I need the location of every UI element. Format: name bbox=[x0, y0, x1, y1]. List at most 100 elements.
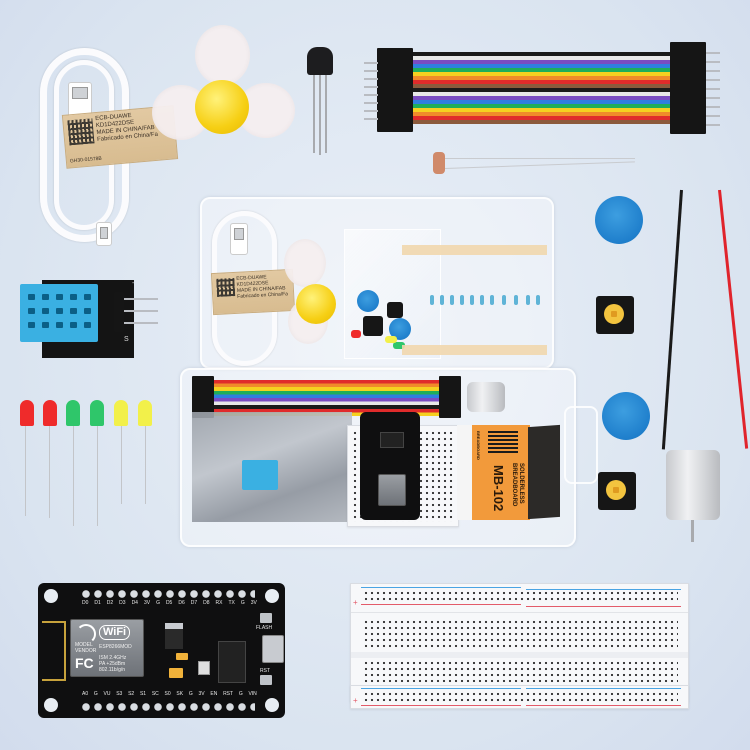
pin-label: S2 bbox=[128, 691, 135, 697]
box-usb-chip bbox=[380, 432, 404, 448]
green-led bbox=[66, 400, 80, 426]
tantalum-capacitor bbox=[169, 668, 183, 678]
dc-motor bbox=[660, 185, 749, 550]
box-cable-label: ECB-DUAWE KD1D422DSE MADE IN CHINA/FAB F… bbox=[210, 268, 296, 316]
top-power-rail bbox=[363, 590, 678, 602]
led-leg bbox=[49, 426, 50, 518]
rail-line-blue bbox=[361, 587, 521, 588]
tactile-switch-plunger bbox=[604, 304, 624, 324]
box-jumper-header-right bbox=[439, 376, 461, 418]
fc-mark: FC bbox=[75, 655, 94, 671]
jumper-pins-right bbox=[706, 52, 720, 54]
rail-line-blue bbox=[361, 688, 521, 689]
box-nodemcu bbox=[360, 412, 420, 520]
jumper-pins-left bbox=[364, 62, 378, 64]
pin-label: G bbox=[240, 600, 245, 606]
bag-red-led bbox=[351, 330, 361, 338]
mb102-model: MB-102 bbox=[491, 465, 506, 512]
green-led bbox=[90, 400, 104, 426]
pin-label: D6 bbox=[178, 600, 185, 606]
photoresistor bbox=[433, 150, 638, 178]
tactile-switch-plunger bbox=[606, 480, 626, 500]
voltage-regulator bbox=[165, 623, 183, 649]
mount-hole bbox=[44, 589, 58, 603]
jumper-header-left bbox=[377, 48, 413, 132]
tactile-switch bbox=[596, 296, 634, 334]
pin-label: 3V bbox=[198, 691, 205, 697]
pin-label: 3V bbox=[143, 600, 151, 606]
top-pin-labels: D0 D1 D2 D3 D4 3V G D5 D6 D7 D8 RX TX G … bbox=[82, 600, 257, 610]
led-leg bbox=[25, 426, 26, 516]
wire bbox=[387, 112, 687, 116]
pin-label: D0 bbox=[82, 600, 89, 606]
bag-yellow-led bbox=[385, 336, 397, 343]
button-cap-blue bbox=[602, 392, 650, 440]
wire bbox=[387, 80, 687, 84]
bottom-pin-labels: A0 G VU S3 S2 S1 SC S0 SK G 3V EN RST G … bbox=[82, 691, 257, 701]
pin-label: D7 bbox=[190, 600, 198, 606]
mb102-package: BREADBOARD SOLDERLESS BREADBOARD MB-102 bbox=[472, 425, 530, 520]
led-leg bbox=[145, 426, 146, 504]
resistor bbox=[450, 295, 454, 305]
qr-code bbox=[67, 118, 95, 146]
pin-label: VU bbox=[103, 691, 111, 697]
rail-line-red bbox=[526, 705, 681, 706]
box-handle bbox=[564, 406, 598, 484]
photoresistor-leg bbox=[444, 161, 635, 169]
rail-line-blue bbox=[526, 589, 681, 590]
model-label: MODEL bbox=[75, 642, 93, 648]
dht11-sensor-module: S - bbox=[20, 278, 160, 358]
wire bbox=[387, 52, 687, 56]
wire bbox=[387, 60, 687, 64]
flash-button-label: FLASH bbox=[256, 625, 273, 631]
dht11-sensor bbox=[20, 284, 98, 342]
mount-hole bbox=[44, 698, 58, 712]
transistor-body bbox=[307, 47, 333, 75]
bag-button-cap bbox=[389, 318, 411, 340]
box-dc-motor bbox=[467, 382, 505, 412]
led-leg bbox=[73, 426, 74, 526]
resistor bbox=[460, 295, 464, 305]
bag-dht11-sensor bbox=[242, 460, 278, 490]
module-name: ESP8266MOD bbox=[99, 644, 132, 650]
wire-bundle bbox=[387, 52, 687, 127]
center-channel bbox=[351, 652, 688, 658]
bottom-pad-row bbox=[80, 703, 255, 711]
led-leg bbox=[97, 426, 98, 526]
spec-line: ISM 2.4GHz bbox=[99, 655, 127, 661]
wire bbox=[387, 56, 687, 60]
motor-wire-red bbox=[718, 189, 749, 449]
pin-label: D8 bbox=[203, 600, 210, 606]
pin-label: S0 bbox=[164, 691, 171, 697]
resistor bbox=[490, 295, 494, 305]
mb102-brand: BREADBOARD bbox=[476, 431, 481, 460]
bag-green-led bbox=[393, 342, 405, 349]
mb102-line2: BREADBOARD bbox=[511, 463, 517, 507]
led-group bbox=[20, 400, 170, 530]
flash-button bbox=[260, 613, 272, 623]
photoresistor-head bbox=[433, 152, 445, 174]
storage-box-upper: ECB-DUAWE KD1D422DSE MADE IN CHINA/FAB F… bbox=[200, 197, 554, 369]
yellow-led bbox=[138, 400, 152, 426]
dark-foam bbox=[528, 424, 560, 520]
wifi-signal-icon bbox=[76, 624, 96, 644]
rail-line-red bbox=[361, 604, 521, 605]
mb102-line1: SOLDERLESS bbox=[518, 463, 524, 504]
rail-plus-label: + bbox=[353, 696, 358, 705]
label-line: Fabricado en China/Fa bbox=[237, 291, 289, 300]
bag-button-cap bbox=[357, 290, 379, 312]
pin-label: 3V bbox=[250, 600, 257, 606]
pin-label: VIN bbox=[248, 691, 257, 697]
resistor bbox=[502, 295, 506, 305]
dht11-minus-label: - bbox=[132, 280, 135, 287]
pin-label: TX bbox=[228, 600, 235, 606]
wire bbox=[387, 100, 687, 104]
resistor bbox=[514, 295, 518, 305]
transistor-leg bbox=[325, 75, 327, 153]
wire bbox=[387, 68, 687, 72]
bottom-power-rail bbox=[363, 691, 678, 703]
rail-plus-label: + bbox=[353, 598, 358, 607]
photoresistor-leg bbox=[445, 158, 635, 159]
pin-label: S3 bbox=[116, 691, 123, 697]
